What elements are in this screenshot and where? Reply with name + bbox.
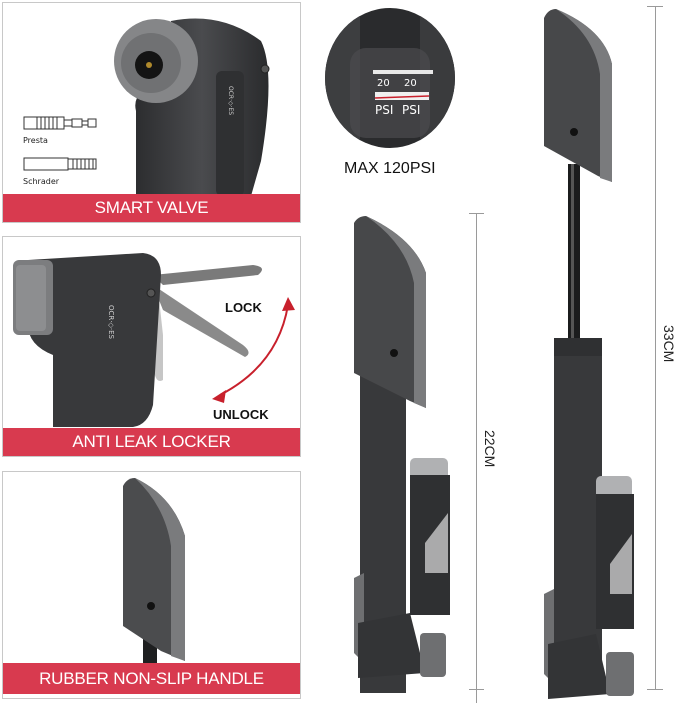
pressure-gauge-closeup: 20 20 PSI PSI xyxy=(325,8,455,148)
pump-collapsed-image xyxy=(354,216,450,693)
gauge-unit-left: PSI xyxy=(375,103,394,117)
long-dimension-cap-top xyxy=(647,6,663,7)
unlock-label: UNLOCK xyxy=(213,407,269,422)
pump-head-image: OCR·◇·ES xyxy=(114,18,270,196)
gauge-reading-right: 20 xyxy=(404,78,417,89)
short-dimension-cap-top xyxy=(469,213,484,214)
schrader-label: Schrader xyxy=(23,177,60,186)
smart-valve-panel: OCR·◇·ES Presta Schrader SMART VALVE xyxy=(2,2,301,223)
short-dimension-label: 22CM xyxy=(482,430,498,468)
long-dimension-line xyxy=(655,6,656,690)
rubber-handle-panel: RUBBER NON-SLIP HANDLE xyxy=(2,471,301,699)
schrader-valve-icon xyxy=(23,157,97,171)
presta-valve-icon xyxy=(23,116,97,130)
locker-lever-image: OCR·◇·ES xyxy=(13,253,262,427)
rubber-handle-image xyxy=(123,478,185,666)
rubber-handle-banner: RUBBER NON-SLIP HANDLE xyxy=(3,663,300,694)
anti-leak-locker-banner: ANTI LEAK LOCKER xyxy=(3,428,300,456)
lock-label: LOCK xyxy=(225,300,262,315)
svg-text:OCR·◇·ES: OCR·◇·ES xyxy=(107,305,115,340)
lock-unlock-arrow-icon xyxy=(212,297,295,403)
presta-label: Presta xyxy=(23,136,48,145)
long-dimension-cap-bottom xyxy=(647,689,663,690)
anti-leak-locker-panel: OCR·◇·ES LOCK UNLOCK ANTI LEAK LOCKER xyxy=(2,236,301,457)
gauge-reading-left: 20 xyxy=(377,78,390,89)
gauge-unit-right: PSI xyxy=(402,103,421,117)
gauge-image xyxy=(325,8,455,148)
max-pressure-caption: MAX 120PSI xyxy=(344,160,436,177)
short-dimension-line xyxy=(476,213,477,703)
pump-extended-image xyxy=(544,9,634,699)
smart-valve-banner: SMART VALVE xyxy=(3,194,300,222)
svg-text:OCR·◇·ES: OCR·◇·ES xyxy=(227,86,234,115)
short-dimension-cap-bottom xyxy=(469,689,484,690)
long-dimension-label: 33CM xyxy=(661,325,677,363)
